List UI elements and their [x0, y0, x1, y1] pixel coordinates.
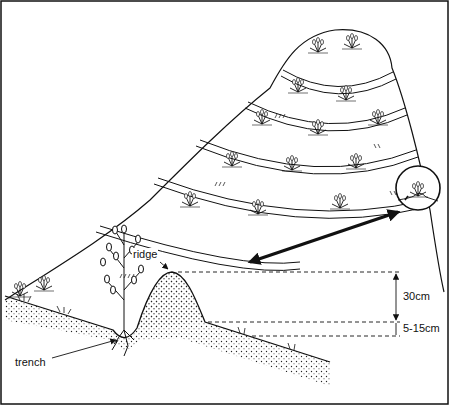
grass-strokes — [120, 114, 396, 278]
hill-outline — [5, 30, 444, 300]
crop-plant — [101, 225, 144, 356]
circle-detail — [398, 182, 438, 202]
magnifier-circle — [396, 166, 440, 210]
dimension-arrow — [396, 274, 397, 320]
dimension-guides — [178, 272, 400, 336]
soil-surface — [5, 272, 330, 362]
zoom-arrow — [250, 212, 398, 262]
part-label: trench — [14, 356, 47, 369]
part-label: ridge — [132, 248, 158, 261]
leader-line — [52, 340, 116, 358]
contour-ridges — [96, 70, 427, 270]
plants — [10, 34, 388, 298]
soil-stipple — [5, 272, 330, 386]
leader-line — [160, 262, 168, 269]
dimension-arrow — [396, 323, 397, 335]
dimension-label: 30cm — [402, 290, 431, 303]
dimension-label: 5-15cm — [402, 322, 441, 335]
